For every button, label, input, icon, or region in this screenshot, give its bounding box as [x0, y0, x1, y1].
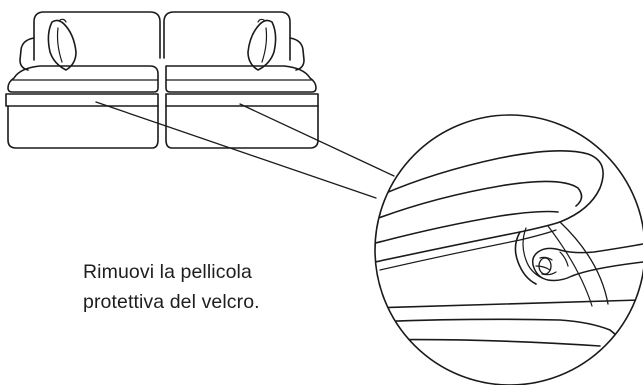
instruction-line-2: protettiva del velcro.: [83, 291, 260, 313]
right-armrest: [289, 37, 305, 71]
right-sofa-base: [165, 105, 319, 149]
left-pillow: [47, 19, 77, 71]
right-seat-cushion: [165, 65, 317, 93]
zoom-detail: [374, 114, 643, 385]
peeling-film: [514, 231, 537, 285]
sofa-illustration: [5, 11, 319, 149]
left-seat-cushion: [7, 65, 159, 93]
instruction-line-1: Rimuovi la pellicola: [83, 261, 252, 283]
hand-peeling-film-icon: [531, 243, 643, 282]
left-backrest: [33, 11, 161, 61]
instruction-text: Rimuovi la pellicola protettiva del velc…: [83, 257, 260, 317]
zoom-magnifier-circle: [374, 114, 643, 385]
right-pillow: [247, 19, 277, 71]
right-backrest: [163, 11, 291, 61]
zoom-callout-lines: [95, 101, 395, 199]
seat-platform: [5, 93, 159, 107]
left-armrest: [19, 37, 35, 71]
left-sofa-base: [7, 105, 159, 149]
